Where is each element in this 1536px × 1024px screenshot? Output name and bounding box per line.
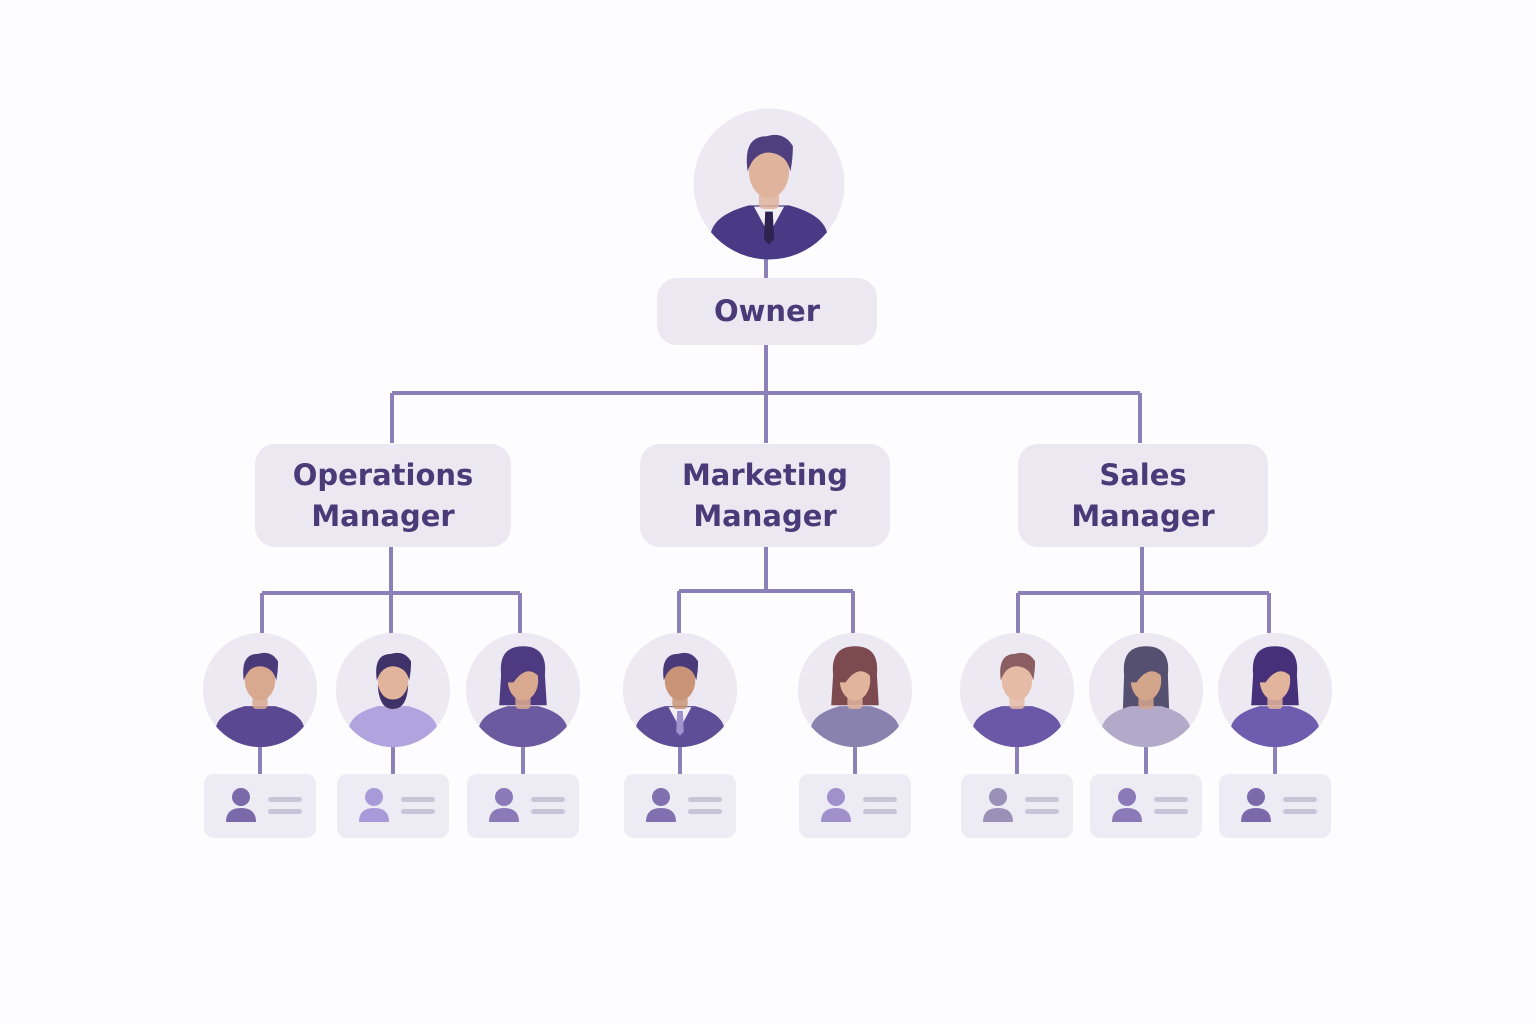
person-card-icon	[646, 788, 722, 822]
employee-card[interactable]	[467, 774, 579, 838]
avatar-body	[1098, 706, 1194, 748]
employee-avatar	[958, 631, 1076, 753]
employee-card[interactable]	[1090, 774, 1202, 838]
avatar-body	[1227, 706, 1323, 748]
avatar-body	[969, 706, 1065, 748]
avatar-body	[345, 706, 441, 748]
owner-title: Owner	[713, 294, 821, 328]
avatar-head	[1001, 660, 1033, 701]
person-card-icon	[1241, 788, 1317, 822]
person-card-icon	[821, 788, 897, 822]
person-card-icon	[226, 788, 302, 822]
avatar-head	[377, 660, 409, 701]
person-card-icon	[489, 788, 565, 822]
avatar-body	[212, 706, 308, 748]
employee-avatar	[464, 631, 582, 753]
owner-box: Owner	[657, 278, 877, 345]
person-card-icon	[1112, 788, 1188, 822]
employee-card[interactable]	[337, 774, 449, 838]
manager-box-operations: Operations Manager	[255, 444, 511, 547]
manager-title: Operations Manager	[292, 457, 474, 533]
person-card-icon	[359, 788, 435, 822]
manager-title: Marketing Manager	[681, 457, 849, 533]
avatar-head	[664, 660, 696, 701]
owner-avatar	[691, 106, 847, 266]
employee-avatar	[1087, 631, 1205, 753]
employee-card[interactable]	[799, 774, 911, 838]
avatar-head	[748, 145, 790, 198]
employee-avatar	[201, 631, 319, 753]
employee-avatar	[621, 631, 739, 753]
manager-box-sales: Sales Manager	[1018, 444, 1268, 547]
avatar-body	[475, 706, 571, 748]
employee-card[interactable]	[204, 774, 316, 838]
avatar-body	[807, 706, 903, 748]
person-card-icon	[983, 788, 1059, 822]
employee-avatar	[334, 631, 452, 753]
avatar-head	[244, 660, 276, 701]
employee-avatar	[796, 631, 914, 753]
employee-avatar	[1216, 631, 1334, 753]
employee-card[interactable]	[1219, 774, 1331, 838]
employee-card[interactable]	[961, 774, 1073, 838]
manager-box-marketing: Marketing Manager	[640, 444, 890, 547]
employee-card[interactable]	[624, 774, 736, 838]
manager-title: Sales Manager	[1071, 457, 1215, 533]
